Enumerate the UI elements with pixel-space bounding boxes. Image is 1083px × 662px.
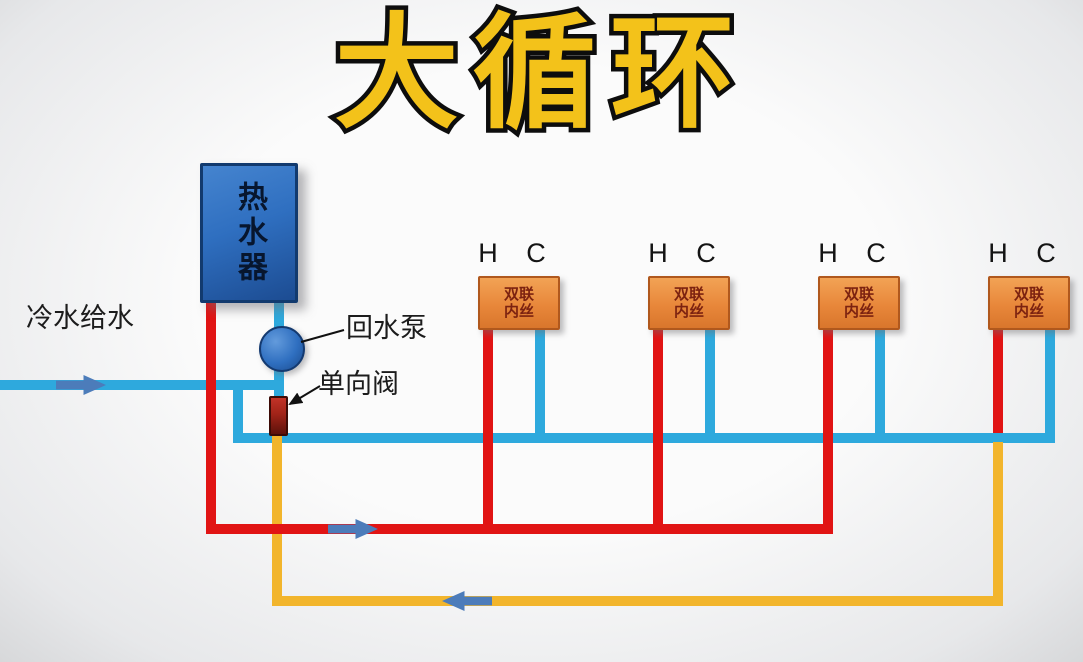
hot-main-pipe xyxy=(206,524,833,534)
cold-port-label-1: C xyxy=(526,238,546,268)
check-valve-pointer-arrow xyxy=(288,385,321,406)
cold-riser-pipe-1 xyxy=(535,322,545,438)
water-heater: 热水器 xyxy=(200,163,298,303)
cold-riser-pipe-2 xyxy=(705,322,715,438)
cold-riser-pipe-4 xyxy=(1045,322,1055,438)
hot-riser-pipe-3 xyxy=(823,322,833,534)
hot-outlet-pipe xyxy=(206,292,216,534)
return-left-riser-pipe xyxy=(272,430,282,606)
hot-port-label-3: H xyxy=(818,238,838,268)
cold-main-pipe xyxy=(233,433,1055,443)
hot-riser-pipe-4 xyxy=(993,322,1003,433)
page-title: 大循环 xyxy=(330,1,749,147)
flow-arrow-left-icon xyxy=(442,591,492,611)
fixture-label: 内丝 xyxy=(673,303,704,320)
pump-label: 回水泵 xyxy=(346,313,427,343)
hot-port-label-4: H xyxy=(988,238,1008,268)
cold-port-label-4: C xyxy=(1036,238,1056,268)
fixture-label: 双联 xyxy=(843,285,874,303)
hot-riser-pipe-1 xyxy=(483,322,493,534)
fixture-label: 内丝 xyxy=(843,303,874,320)
fixture-box-2: 双联 内丝 xyxy=(648,276,730,330)
cold-riser-pipe-3 xyxy=(875,322,885,438)
hot-riser-pipe-2 xyxy=(653,322,663,534)
water-heater-label: 热水器 xyxy=(233,180,266,286)
fixture-label: 双联 xyxy=(1013,285,1044,303)
flow-arrow-right-icon xyxy=(328,519,378,539)
cold-port-label-2: C xyxy=(696,238,716,268)
hot-port-label-2: H xyxy=(648,238,668,268)
fixture-box-4: 双联 内丝 xyxy=(988,276,1070,330)
return-right-riser-pipe xyxy=(993,442,1003,606)
cold-drop-pipe xyxy=(233,380,243,442)
check-valve xyxy=(269,396,288,436)
hot-port-label-1: H xyxy=(478,238,498,268)
cold-supply-label: 冷水给水 xyxy=(26,303,134,333)
return-main-pipe xyxy=(272,596,1003,606)
circulation-pump xyxy=(259,326,305,372)
fixture-label: 内丝 xyxy=(1013,303,1044,320)
fixture-box-1: 双联 内丝 xyxy=(478,276,560,330)
pump-pointer-line xyxy=(300,329,345,343)
cold-port-label-3: C xyxy=(866,238,886,268)
fixture-label: 内丝 xyxy=(503,303,534,320)
fixture-label: 双联 xyxy=(503,285,534,303)
check-valve-label: 单向阀 xyxy=(318,369,399,399)
cold-inlet-pipe xyxy=(0,380,284,390)
fixture-label: 双联 xyxy=(673,285,704,303)
flow-arrow-right-icon xyxy=(56,375,106,395)
fixture-box-3: 双联 内丝 xyxy=(818,276,900,330)
